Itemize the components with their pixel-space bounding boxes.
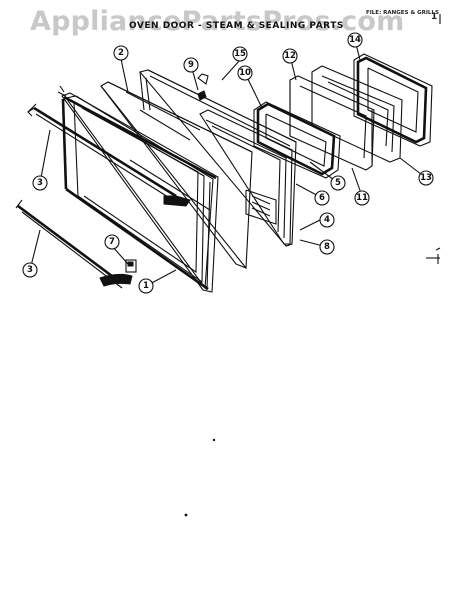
callout-7: 7 [104, 234, 120, 250]
callout-8-label: 8 [324, 242, 330, 252]
callout-10: 10 [237, 65, 253, 81]
clip-part-15 [197, 90, 207, 101]
callout-4: 4 [319, 212, 335, 228]
callout-5-label: 5 [335, 178, 341, 188]
callout-9-label: 9 [188, 60, 194, 70]
callout-8: 8 [319, 239, 335, 255]
callout-9: 9 [183, 57, 199, 73]
callout-11: 11 [354, 190, 370, 206]
corner-marks [426, 14, 441, 264]
callout-12-label: 12 [284, 51, 296, 61]
leader-lines [29, 39, 427, 287]
page-mark: 1 [431, 12, 438, 22]
callout-1: 1 [138, 278, 154, 294]
bracket-part-7 [125, 259, 137, 273]
callout-15: 15 [232, 46, 248, 62]
callout-6-label: 6 [319, 193, 325, 203]
rear-panel-part-14 [353, 53, 433, 147]
trim-bar-part-3-upper [27, 103, 191, 207]
callout-2-label: 2 [118, 48, 124, 58]
callout-3-upper-label: 3 [37, 178, 43, 188]
speck-marks [184, 438, 216, 517]
callout-5: 5 [330, 175, 346, 191]
callout-14: 14 [347, 32, 363, 48]
callout-2: 2 [113, 45, 129, 61]
callout-3-lower-label: 3 [27, 265, 33, 275]
gasket-part-10 [253, 101, 341, 179]
callout-12: 12 [282, 48, 298, 64]
diagram-title: OVEN DOOR - STEAM & SEALING PARTS [129, 21, 344, 31]
callout-15-label: 15 [234, 49, 246, 59]
inner-door-panel [139, 69, 297, 247]
trim-bar-part-3-lower [15, 199, 133, 289]
callout-3-lower: 3 [22, 262, 38, 278]
callout-11-label: 11 [356, 193, 368, 203]
glass-panel-part-2 [100, 81, 253, 270]
callout-7-label: 7 [109, 237, 115, 247]
file-tag: FILE: RANGES & GRILLS [366, 10, 439, 16]
watermark: AppliancePartsPros.com [30, 6, 405, 37]
door-frame-part-1 [57, 85, 219, 293]
callout-3-upper: 3 [32, 175, 48, 191]
callout-1-label: 1 [143, 281, 149, 291]
callout-13-label: 13 [420, 173, 432, 183]
callout-4-label: 4 [324, 215, 330, 225]
callout-14-label: 14 [349, 35, 361, 45]
callout-10-label: 10 [239, 68, 251, 78]
callout-13: 13 [418, 170, 434, 186]
callout-6: 6 [314, 190, 330, 206]
clip-part-9 [197, 73, 209, 85]
